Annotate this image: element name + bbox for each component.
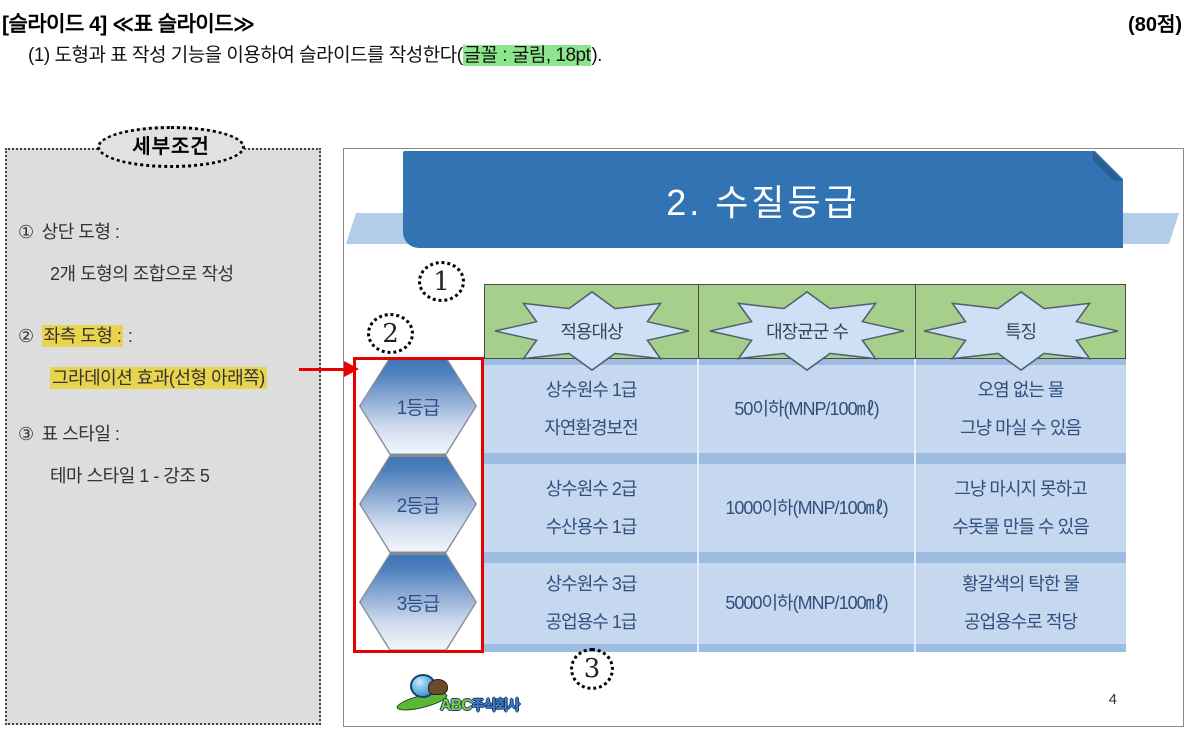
annotation-2-number: 2 [382,318,399,349]
table-cell: 50이하(MNP/100㎖) [698,365,915,453]
cell-text: 오염 없는 물 [977,379,1065,400]
slide-page-number: 4 [1108,691,1117,708]
page-title: [슬라이드 4] ≪표 슬라이드≫ [2,13,255,36]
cell-text: 황갈색의 탁한 물 [962,574,1080,595]
conditions-box [5,148,321,725]
company-logo: ABC주식회사 [395,673,546,719]
cell-text: 50이하(MNP/100㎖) [734,398,879,419]
hexagon-grade-3: 3등급 [359,553,477,651]
condition-item-1: ① 상단 도형 : 2개 도형의 조합으로 작성 [18,218,234,286]
table-cell: 1000이하(MNP/100㎖) [698,464,915,552]
cell-text: 공업용수 1급 [545,612,638,632]
instruction-line: (1) 도형과 표 작성 기능을 이용하여 슬라이드를 작성한다(글꼴 : 굴림… [28,40,602,67]
cell-text: 5000이하(MNP/100㎖) [725,593,888,614]
annotation-circle-2: 2 [367,313,414,354]
hexagon-grade-2: 2등급 [359,455,477,553]
cell-text: 그냥 마시지 못하고 [954,478,1087,499]
corner-snip-shape [1094,150,1124,180]
conditions-title: 세부조건 [97,126,245,168]
annotation-1-number: 1 [433,266,450,297]
slide-title: 2. 수질등급 [666,181,860,223]
title-box-shape: 2. 수질등급 [403,150,1124,248]
condition-1-line2: 2개 도형의 조합으로 작성 [50,264,234,284]
table-header-3-label: 특징 [1004,322,1037,342]
cell-text: 수돗물 만들 수 있음 [952,516,1089,537]
condition-3-line1: 표 스타일 : [41,424,120,444]
logo-text-company: 주식회사 [471,697,521,713]
hexagon-1-label: 1등급 [396,397,441,419]
column-divider [697,359,699,652]
cell-text: 자연환경보전 [544,417,638,438]
instruction-suffix: ). [591,45,602,66]
table-band [484,552,1126,563]
table-band [484,644,1126,652]
table-header-cell-3: 특징 [915,284,1126,372]
table-header-cell-2: 대장균군 수 [698,284,915,372]
annotation-3-number: 3 [583,654,601,684]
water-grade-table: 적용대상 대장균군 수 특징 [484,284,1126,652]
condition-3-number: ③ [18,424,34,444]
table-header-cell-1: 적용대상 [484,284,698,372]
annotation-circle-1: 1 [418,261,465,302]
hexagon-3-label: 3등급 [396,593,441,615]
cell-text: 상수원수 1급 [545,379,638,400]
slide-preview: 2. 수질등급 1 2 3 1등급 2등급 3등급 [343,148,1184,727]
cell-text: 1000이하(MNP/100㎖) [725,497,888,518]
star-shape-3: 특징 [921,290,1121,372]
points-badge: (80점) [1128,14,1182,36]
star-shape-1: 적용대상 [492,290,692,372]
instruction-highlight: 글꼴 : 굴림, 18pt [462,45,592,66]
condition-3-line2: 테마 스타일 1 - 강조 5 [50,466,210,486]
logo-bird-icon [428,679,448,695]
condition-2-line2: 그라데이션 효과(선형 아래쪽) [50,367,267,389]
logo-globe-icon [410,674,436,698]
logo-text-abc: ABC [440,697,473,714]
table-band [484,453,1126,464]
hexagon-grade-1: 1등급 [359,357,477,455]
annotation-red-rectangle [353,357,484,653]
condition-2-number: ② [18,326,34,346]
star-shape-2: 대장균군 수 [707,290,907,372]
instruction-prefix: (1) 도형과 표 작성 기능을 이용하여 슬라이드를 작성한다( [28,45,463,66]
cell-text: 상수원수 2급 [545,478,638,499]
cell-text: 그냥 마실 수 있음 [960,417,1082,438]
hexagon-2-label: 2등급 [396,495,441,517]
condition-2-line1: 좌측 도형 : [41,325,124,347]
annotation-circle-3: 3 [570,648,614,690]
table-header-row: 적용대상 대장균군 수 특징 [484,284,1126,372]
column-divider [914,359,916,652]
annotation-arrow-line [299,368,345,371]
condition-1-line1: 상단 도형 : [41,222,120,242]
cell-text: 공업용수로 적당 [964,612,1078,632]
cell-text: 상수원수 3급 [545,574,638,595]
condition-1-number: ① [18,222,34,242]
cell-text: 수산용수 1급 [545,516,638,537]
table-cell: 5000이하(MNP/100㎖) [698,563,915,644]
table-header-2-label: 대장균군 수 [766,322,849,342]
condition-item-3: ③ 표 스타일 : 테마 스타일 1 - 강조 5 [18,420,210,488]
table-header-1-label: 적용대상 [560,322,623,342]
